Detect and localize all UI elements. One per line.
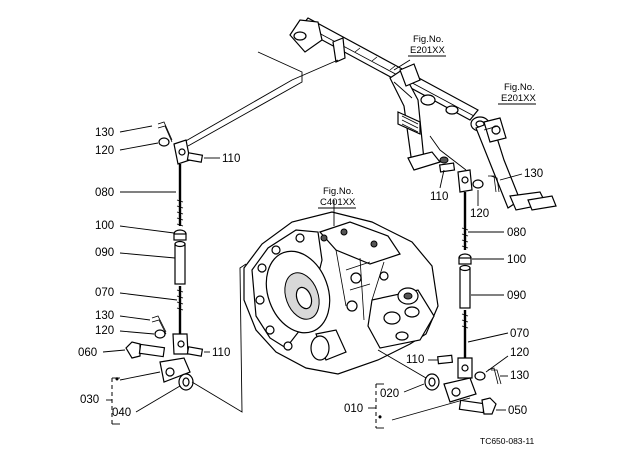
callout-040[interactable]: 040 [112,407,131,419]
callout-120-lower[interactable]: 120 [510,347,529,359]
callout-010[interactable]: 010 [344,403,363,415]
callout-080[interactable]: 080 [95,187,114,199]
figure-code: TC650-083-11 [480,436,534,446]
bracket-dot: • [378,412,382,424]
fig-ref-title: Fig.No. [413,34,444,45]
callout-120[interactable]: 120 [95,145,114,157]
callout-060[interactable]: 060 [78,347,97,359]
callout-100[interactable]: 100 [507,254,526,266]
left-callouts: 130 120 110 080 100 090 070 130 120 060 … [78,125,240,425]
pedal-shaft-assembly [289,17,557,211]
callout-110[interactable]: 110 [222,153,240,165]
transmission-housing [243,211,439,375]
bracket-dot: • [115,374,119,386]
callout-130[interactable]: 130 [524,168,543,180]
fig-ref-code: C401XX [320,197,356,208]
callout-130[interactable]: 130 [95,127,114,139]
callout-110[interactable]: 110 [430,191,448,203]
fig-ref-title: Fig.No. [323,186,354,197]
guide-lines [187,51,499,226]
callout-070[interactable]: 070 [95,287,114,299]
callout-130-lower[interactable]: 130 [95,310,114,322]
fig-ref-e201xx-upper[interactable]: Fig.No. E201XX [408,34,446,57]
left-linkage [125,59,339,413]
fig-ref-code: E201XX [501,93,537,104]
callout-130-lower[interactable]: 130 [510,370,529,382]
callout-110-lower[interactable]: 110 [212,347,230,359]
fig-ref-e201xx-right[interactable]: Fig.No. E201XX [498,82,537,105]
right-callouts: 130 110 120 080 100 090 070 110 120 130 … [344,168,543,429]
callout-120-lower[interactable]: 120 [95,325,114,337]
right-linkage [377,162,502,421]
callout-110-lower[interactable]: 110 [406,354,424,366]
callout-090[interactable]: 090 [507,290,526,302]
fig-ref-code: E201XX [410,45,446,56]
callout-120[interactable]: 120 [470,208,489,220]
fig-ref-title: Fig.No. [504,82,535,93]
callout-050[interactable]: 050 [508,405,527,417]
callout-080[interactable]: 080 [507,227,526,239]
callout-030[interactable]: 030 [80,394,99,406]
callout-020[interactable]: 020 [380,388,399,400]
callout-090[interactable]: 090 [95,247,114,259]
fig-ref-c401xx[interactable]: Fig.No. C401XX [318,186,356,209]
callout-100[interactable]: 100 [95,220,114,232]
callout-070[interactable]: 070 [510,328,529,340]
